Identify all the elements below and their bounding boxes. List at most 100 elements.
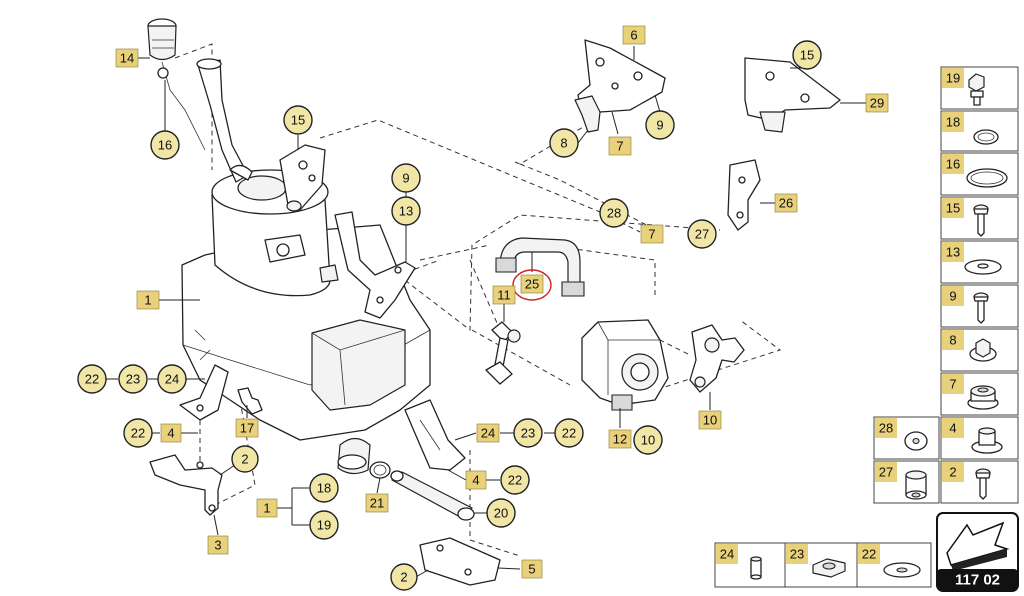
callout-c12: 12: [608, 429, 632, 449]
svg-text:4: 4: [472, 473, 479, 488]
svg-text:4: 4: [167, 426, 174, 441]
screw-icon: [973, 292, 989, 324]
svg-text:28: 28: [607, 206, 621, 221]
svg-text:22: 22: [862, 547, 876, 562]
highlight-ring: [512, 269, 552, 301]
thin-washer-icon: [904, 431, 928, 451]
page-reference-tag: 117 02: [936, 512, 1019, 592]
svg-text:28: 28: [879, 421, 893, 436]
link-rod: [485, 321, 521, 385]
svg-text:1: 1: [144, 293, 151, 308]
callout-c28: 28: [599, 198, 629, 228]
svg-text:10: 10: [703, 413, 717, 428]
callout-c18: 18: [309, 473, 339, 503]
svg-text:9: 9: [402, 171, 409, 186]
legend-row-28: 28: [873, 416, 940, 460]
callout-c10b: 10: [698, 410, 722, 430]
svg-text:9: 9: [656, 118, 663, 133]
washer-icon: [964, 259, 1002, 275]
callout-c15a: 15: [283, 105, 313, 135]
svg-text:27: 27: [695, 227, 709, 242]
svg-text:12: 12: [613, 432, 627, 447]
svg-text:16: 16: [158, 138, 172, 153]
legend-row-15: 15: [940, 196, 1019, 240]
legend-row-4: 4: [940, 416, 1019, 460]
torx-screw-icon: [975, 468, 991, 500]
svg-text:21: 21: [370, 496, 384, 511]
svg-text:8: 8: [949, 333, 956, 348]
callout-c13: 13: [391, 196, 421, 226]
callout-c24b: 24: [476, 423, 500, 443]
legend-row-27: 27: [873, 460, 940, 504]
callout-c25: 25: [520, 274, 544, 294]
spacer-bushing-icon: [971, 427, 1003, 454]
svg-text:2: 2: [241, 452, 248, 467]
callout-c19: 19: [309, 510, 339, 540]
flange-nut-icon: [969, 338, 997, 362]
svg-text:25: 25: [525, 277, 539, 292]
callout-c4a: 4: [160, 423, 182, 443]
callout-c10a: 10: [633, 425, 663, 455]
legend-row-8: 8: [940, 328, 1019, 372]
svg-text:18: 18: [317, 481, 331, 496]
callout-c9a: 9: [391, 163, 421, 193]
svg-text:16: 16: [946, 157, 960, 172]
svg-text:6: 6: [630, 28, 637, 43]
tank-foot-left: [179, 364, 229, 421]
callout-c20: 20: [486, 498, 516, 528]
bolt-collar-icon: [968, 73, 985, 106]
svg-text:7: 7: [616, 139, 623, 154]
svg-text:22: 22: [85, 372, 99, 387]
valve-body: [689, 324, 745, 393]
svg-text:11: 11: [497, 288, 511, 303]
svg-text:23: 23: [126, 372, 140, 387]
arrow-icon: [946, 521, 1010, 571]
svg-text:15: 15: [946, 201, 960, 216]
drain-pipe: [390, 470, 475, 521]
svg-text:22: 22: [562, 426, 576, 441]
filler-cap: [147, 18, 206, 151]
callout-c14: 14: [115, 48, 139, 68]
svg-text:5: 5: [528, 562, 535, 577]
legend-row-16: 16: [940, 152, 1019, 196]
legend-extra: 28 27: [873, 416, 940, 504]
svg-text:13: 13: [946, 245, 960, 260]
callout-c23b: 23: [513, 418, 543, 448]
legend-row-7: 7: [940, 372, 1019, 416]
svg-text:15: 15: [800, 48, 814, 63]
svg-text:19: 19: [946, 71, 960, 86]
callout-c7b: 7: [640, 224, 664, 244]
svg-text:23: 23: [521, 426, 535, 441]
side-bracket: [727, 159, 761, 231]
legend-row-24: 24: [714, 542, 786, 588]
legend-row-13: 13: [940, 240, 1019, 284]
svg-text:1: 1: [263, 501, 270, 516]
callout-c3: 3: [207, 535, 229, 555]
strap-bracket: [319, 211, 416, 319]
callout-c11: 11: [492, 285, 516, 305]
svg-text:4: 4: [949, 421, 956, 436]
svg-text:23: 23: [790, 547, 804, 562]
svg-text:13: 13: [399, 204, 413, 219]
svg-text:2: 2: [949, 465, 956, 480]
top-bracket-right: [744, 57, 841, 133]
callout-c4b: 4: [465, 470, 487, 490]
svg-text:18: 18: [946, 115, 960, 130]
callout-c23a: 23: [118, 364, 148, 394]
svg-text:15: 15: [291, 113, 305, 128]
rubber-grommet-icon: [967, 385, 999, 410]
svg-text:2: 2: [400, 570, 407, 585]
sleeve-icon: [905, 470, 927, 500]
callout-c24a: 24: [157, 364, 187, 394]
svg-text:3: 3: [214, 538, 221, 553]
legend-row-19: 19: [940, 66, 1019, 110]
flat-washer-icon: [883, 562, 921, 578]
legend-bottom: 24 23 22: [714, 542, 932, 588]
callout-c1a: 1: [136, 290, 160, 310]
legend-row-18: 18: [940, 110, 1019, 152]
callout-c7a: 7: [608, 136, 632, 156]
callout-c1b: 1: [256, 498, 278, 518]
legend-row-2: 2: [940, 460, 1019, 504]
svg-text:14: 14: [120, 51, 134, 66]
pump-unit: [581, 319, 669, 411]
